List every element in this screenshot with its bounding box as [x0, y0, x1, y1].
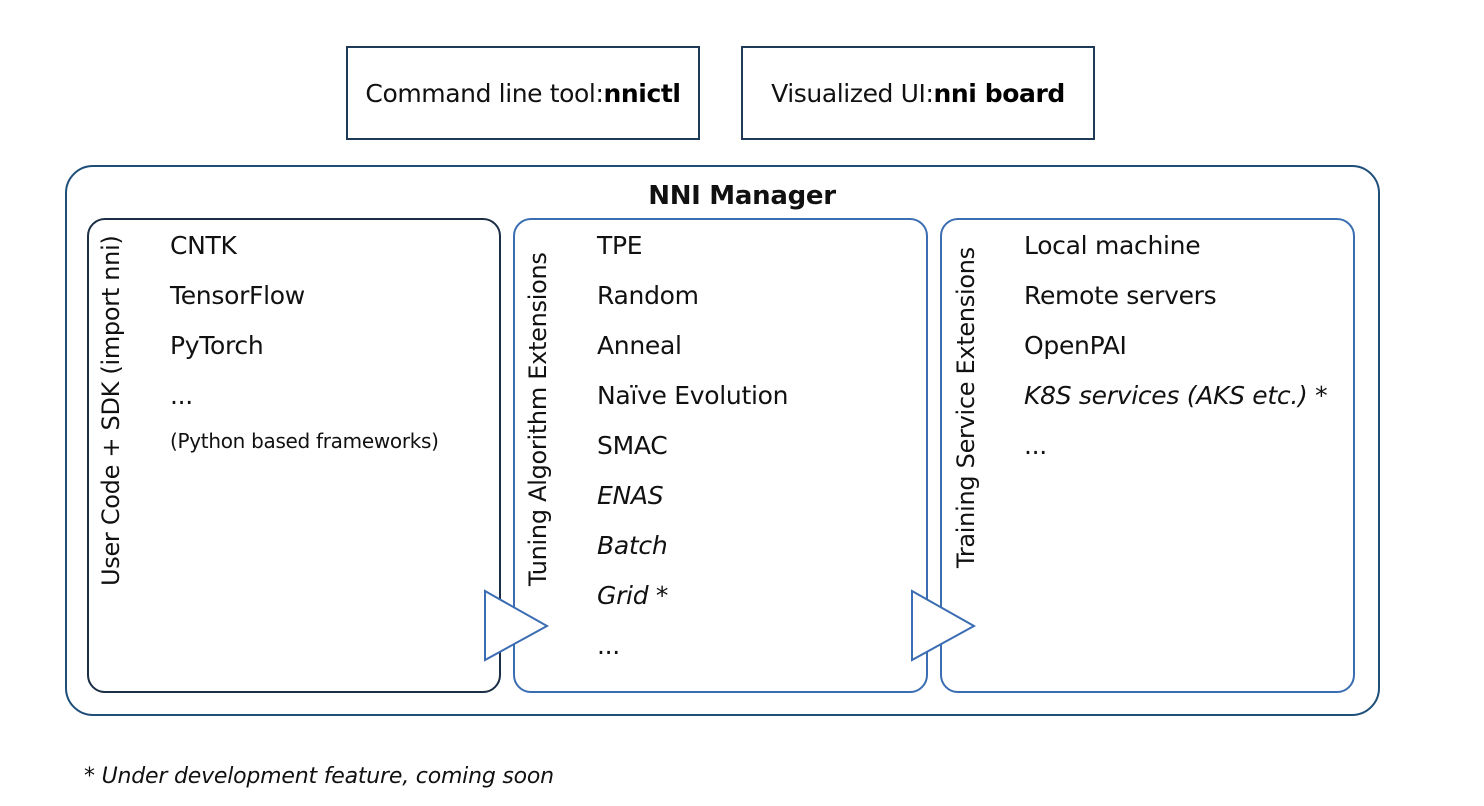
list-item: Anneal	[597, 331, 682, 360]
command-line-tool-box: Command line tool: nnictl	[346, 46, 700, 140]
list-item: Naïve Evolution	[597, 381, 789, 410]
list-item: Remote servers	[1024, 281, 1217, 310]
tuning-algorithm-panel	[513, 218, 928, 693]
cli-prefix: Command line tool:	[365, 78, 604, 108]
list-item: Random	[597, 281, 699, 310]
list-item: (Python based frameworks)	[170, 429, 439, 453]
arrow-icon	[911, 589, 977, 662]
training-service-panel	[940, 218, 1355, 693]
list-item: Batch	[597, 531, 668, 560]
list-item: TPE	[597, 231, 643, 260]
list-item: SMAC	[597, 431, 668, 460]
cli-name: nnictl	[603, 78, 681, 108]
visualized-ui-box: Visualized UI: nni board	[741, 46, 1095, 140]
nni-manager-title: NNI Manager	[648, 181, 836, 211]
list-item: Grid *	[597, 581, 669, 610]
user-code-panel	[87, 218, 501, 693]
list-item: ...	[1024, 431, 1047, 460]
list-item: K8S services (AKS etc.) *	[1024, 381, 1328, 410]
ui-prefix: Visualized UI:	[771, 78, 934, 108]
list-item: CNTK	[170, 231, 237, 260]
arrow-icon	[484, 589, 550, 662]
list-item: OpenPAI	[1024, 331, 1127, 360]
list-item: ENAS	[597, 481, 664, 510]
list-item: Local machine	[1024, 231, 1201, 260]
footnote: * Under development feature, coming soon	[84, 764, 554, 789]
list-item: PyTorch	[170, 331, 264, 360]
list-item: ...	[170, 381, 193, 410]
nni-manager-container	[65, 165, 1380, 716]
list-item: TensorFlow	[170, 281, 305, 310]
ui-name: nni board	[933, 78, 1065, 108]
list-item: ...	[597, 631, 620, 660]
